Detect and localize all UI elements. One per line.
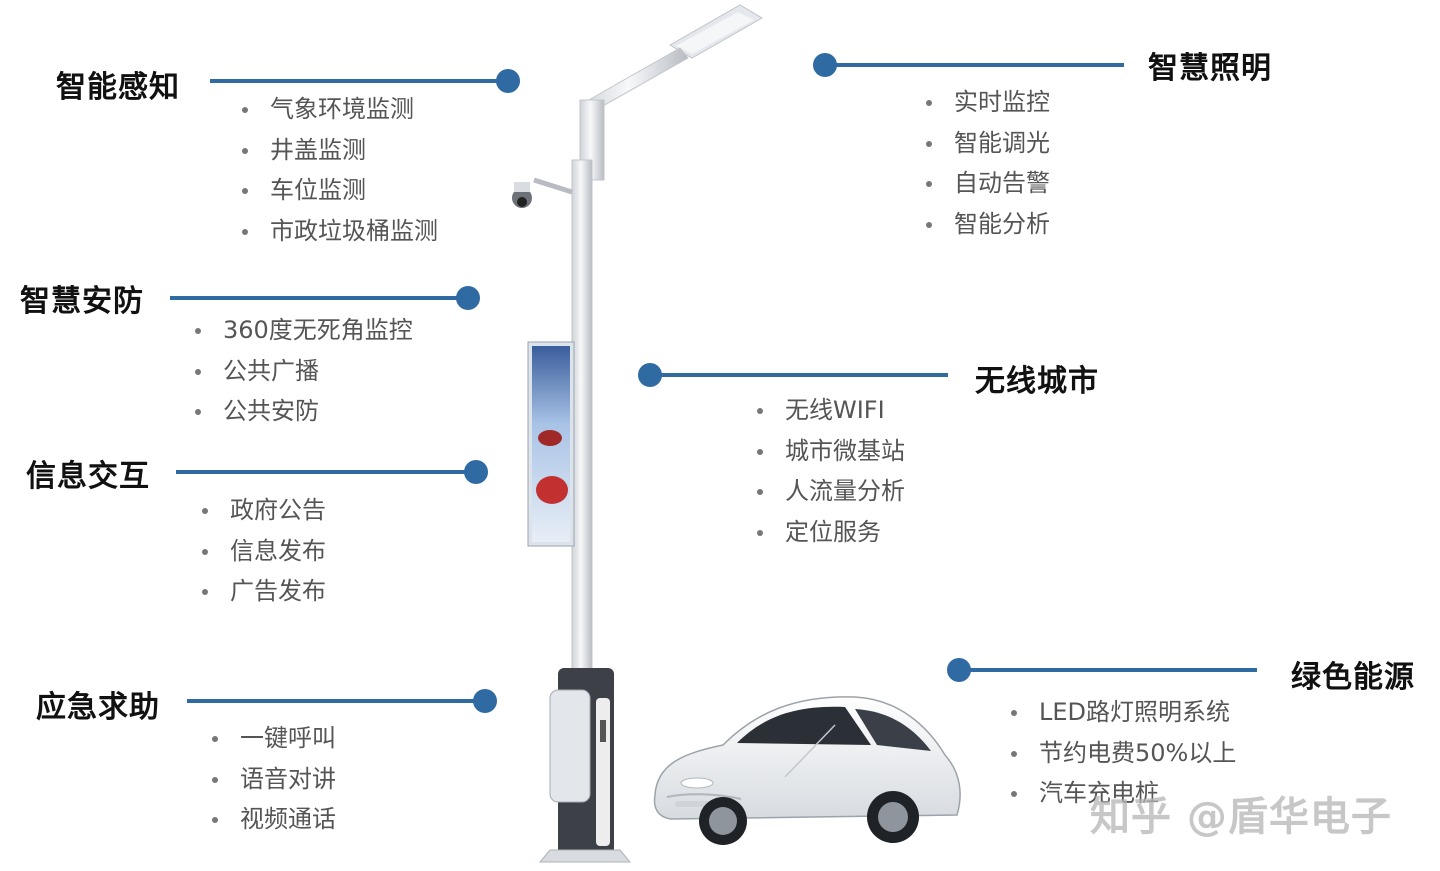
sensing-list: 气象环境监测 井盖监测 车位监测 市政垃圾桶监测 bbox=[242, 89, 438, 251]
pole-base-plate bbox=[538, 849, 632, 863]
smart-pole-illustration bbox=[512, 4, 763, 863]
list-item: 无线WIFI bbox=[757, 390, 905, 431]
list-item: 广告发布 bbox=[202, 571, 326, 612]
list-item: 自动告警 bbox=[926, 163, 1050, 204]
section-title-info: 信息交互 bbox=[26, 459, 150, 494]
list-item: 公共安防 bbox=[195, 391, 413, 432]
connector-line-emergency bbox=[187, 699, 487, 703]
ad-screen bbox=[527, 341, 575, 547]
list-item: 人流量分析 bbox=[757, 471, 905, 512]
section-title-wireless: 无线城市 bbox=[975, 364, 1099, 399]
list-item: 一键呼叫 bbox=[212, 718, 336, 759]
energy-list: LED路灯照明系统 节约电费50%以上 汽车充电桩 bbox=[1011, 692, 1236, 814]
list-item: 语音对讲 bbox=[212, 759, 336, 800]
electric-car-illustration bbox=[653, 696, 961, 845]
section-title-sensing: 智能感知 bbox=[56, 70, 180, 105]
connector-dot-emergency bbox=[473, 689, 497, 713]
list-item: 井盖监测 bbox=[242, 130, 438, 171]
security-list: 360度无死角监控 公共广播 公共安防 bbox=[195, 310, 413, 432]
list-item: 定位服务 bbox=[757, 512, 905, 553]
connector-dot-sensing bbox=[496, 69, 520, 93]
lamp-head bbox=[669, 4, 763, 59]
section-title-energy: 绿色能源 bbox=[1291, 660, 1415, 695]
connector-dot-info bbox=[464, 460, 488, 484]
emergency-list: 一键呼叫 语音对讲 视频通话 bbox=[212, 718, 336, 840]
charging-cabinet bbox=[549, 668, 614, 858]
connector-line-wireless bbox=[650, 373, 948, 377]
list-item: 汽车充电桩 bbox=[1011, 773, 1236, 814]
connector-line-lighting bbox=[825, 63, 1124, 67]
list-item: 政府公告 bbox=[202, 490, 326, 531]
connector-dot-security bbox=[456, 286, 480, 310]
rear-wheel bbox=[867, 791, 919, 843]
info-list: 政府公告 信息发布 广告发布 bbox=[202, 490, 326, 612]
pole-body bbox=[571, 159, 593, 681]
list-item: 360度无死角监控 bbox=[195, 310, 413, 351]
list-item: LED路灯照明系统 bbox=[1011, 692, 1236, 733]
front-wheel bbox=[699, 797, 747, 845]
connector-line-sensing bbox=[210, 79, 510, 83]
list-item: 视频通话 bbox=[212, 799, 336, 840]
section-title-emergency: 应急求助 bbox=[36, 690, 160, 725]
list-item: 气象环境监测 bbox=[242, 89, 438, 130]
connector-line-energy bbox=[959, 668, 1257, 672]
list-item: 公共广播 bbox=[195, 351, 413, 392]
section-title-security: 智慧安防 bbox=[20, 284, 144, 319]
list-item: 智能分析 bbox=[926, 204, 1050, 245]
list-item: 市政垃圾桶监测 bbox=[242, 211, 438, 252]
list-item: 车位监测 bbox=[242, 170, 438, 211]
list-item: 实时监控 bbox=[926, 82, 1050, 123]
camera-icon bbox=[512, 177, 573, 208]
wireless-list: 无线WIFI 城市微基站 人流量分析 定位服务 bbox=[757, 390, 905, 552]
list-item: 智能调光 bbox=[926, 123, 1050, 164]
connector-line-info bbox=[176, 470, 476, 474]
list-item: 信息发布 bbox=[202, 531, 326, 572]
list-item: 节约电费50%以上 bbox=[1011, 733, 1236, 774]
list-item: 城市微基站 bbox=[757, 431, 905, 472]
section-title-lighting: 智慧照明 bbox=[1148, 51, 1272, 86]
connector-line-security bbox=[170, 296, 470, 300]
lighting-list: 实时监控 智能调光 自动告警 智能分析 bbox=[926, 82, 1050, 244]
watermark-text: 知乎 @盾华电子 bbox=[1090, 794, 1392, 840]
